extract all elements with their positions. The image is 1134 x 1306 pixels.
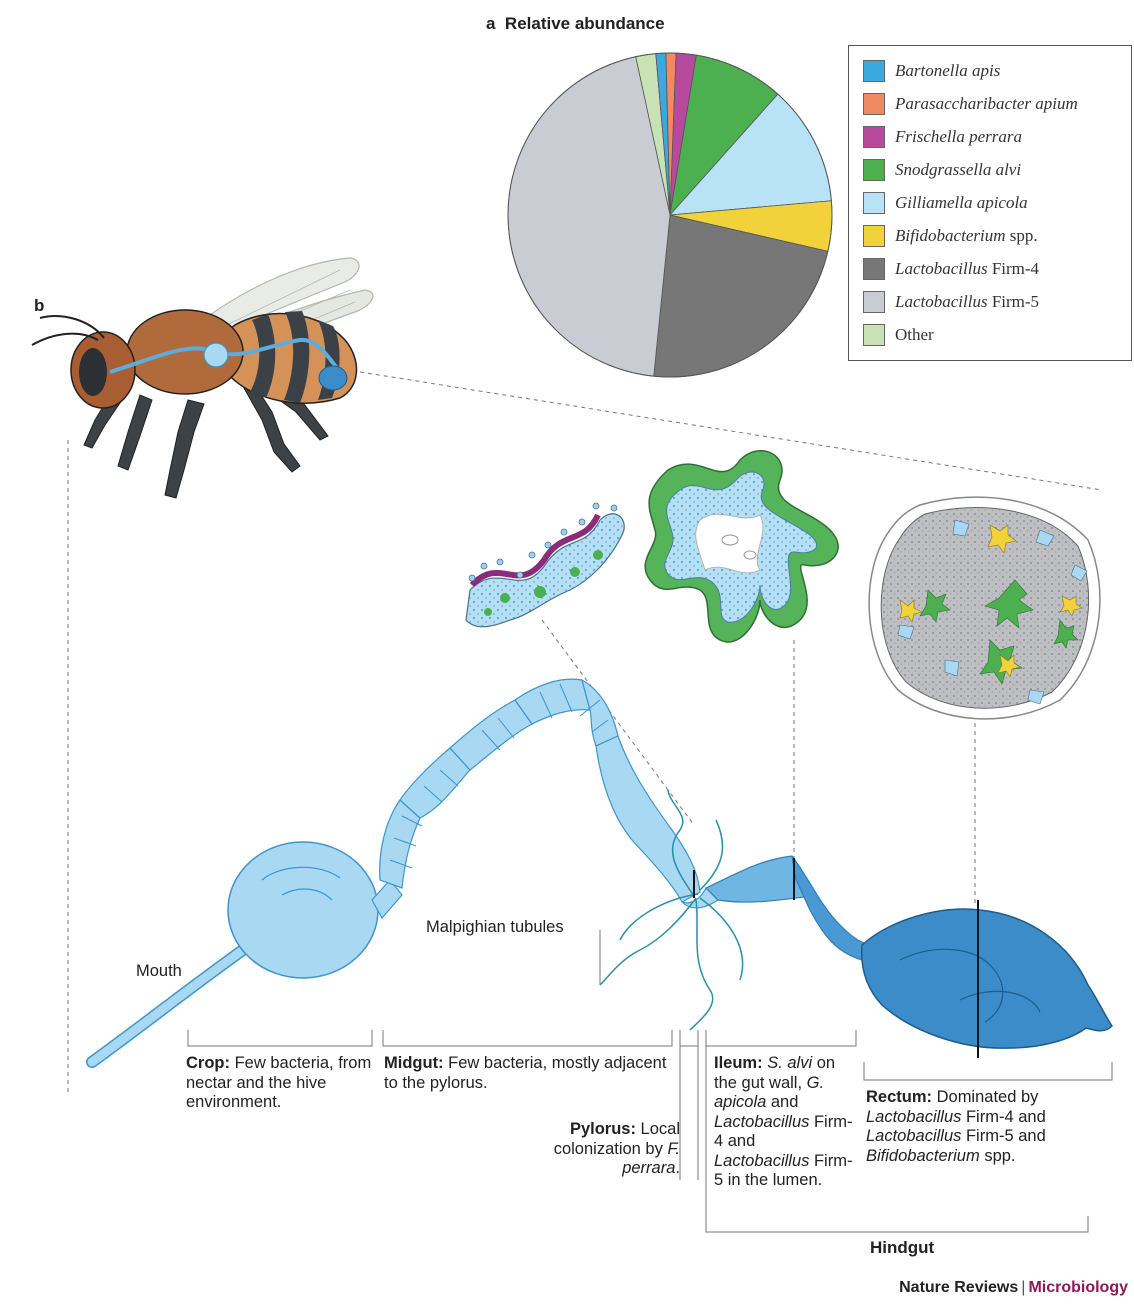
ileum-species-4: Lactobacillus: [714, 1152, 809, 1170]
pylorus-caption: Pylorus: Local colonization by F. perrar…: [550, 1120, 680, 1179]
gut: [92, 679, 1112, 1062]
rectum-caption: Rectum: Dominated by Lactobacillus Firm-…: [866, 1088, 1116, 1166]
midgut-title: Midgut:: [384, 1054, 444, 1072]
ileum-caption: Ileum: S. alvi on the gut wall, G. apico…: [714, 1054, 854, 1191]
crop-bracket: [188, 1030, 372, 1046]
crop-caption: Crop: Few bacteria, from nectar and the …: [186, 1054, 376, 1113]
journal-section: Microbiology: [1028, 1279, 1128, 1296]
ileum-species-1: S. alvi: [767, 1054, 812, 1072]
ileum-title: Ileum:: [714, 1054, 763, 1072]
rectum-cross-section: [869, 497, 1100, 719]
midgut-caption: Midgut: Few bacteria, mostly adjacent to…: [384, 1054, 674, 1093]
malpighian-label: Malpighian tubules: [426, 918, 564, 938]
rectum-text-2: Firm-4 and: [961, 1108, 1045, 1126]
crop: [228, 842, 378, 978]
rectum-species-3: Bifidobacterium: [866, 1147, 980, 1165]
journal-name: Nature Reviews: [899, 1279, 1018, 1296]
rectum-text-4: spp.: [980, 1147, 1016, 1165]
ileum-text-2: and: [766, 1093, 798, 1111]
honeybee: [32, 258, 373, 498]
ileum-bracket: [706, 1030, 856, 1046]
footer-separator: |: [1021, 1279, 1025, 1296]
pylorus-bracket: [680, 1030, 698, 1046]
hindgut-bracket: [706, 1216, 1088, 1232]
compound-eye: [79, 348, 107, 396]
rectum-species-1: Lactobacillus: [866, 1108, 961, 1126]
hindgut-label: Hindgut: [870, 1238, 934, 1258]
crop-title: Crop:: [186, 1054, 230, 1072]
ileum-cross-section: [645, 451, 838, 642]
rectum-text-3: Firm-5 and: [961, 1127, 1045, 1145]
journal-footer: Nature Reviews|Microbiology: [899, 1279, 1128, 1297]
rectum-title: Rectum:: [866, 1088, 932, 1106]
pylorus-text-b: .: [675, 1159, 680, 1177]
rectum-species-2: Lactobacillus: [866, 1127, 961, 1145]
pylorus-cross-section: [466, 503, 624, 627]
mouth-label: Mouth: [136, 962, 182, 982]
ileum-species-3: Lactobacillus: [714, 1113, 809, 1131]
panel-b-letter: b: [34, 296, 44, 316]
midgut-bracket: [383, 1030, 672, 1046]
pylorus-title: Pylorus:: [570, 1120, 636, 1138]
rectum-text-1: Dominated by: [932, 1088, 1038, 1106]
rectum-bracket: [864, 1062, 1112, 1080]
rectum: [862, 909, 1112, 1048]
